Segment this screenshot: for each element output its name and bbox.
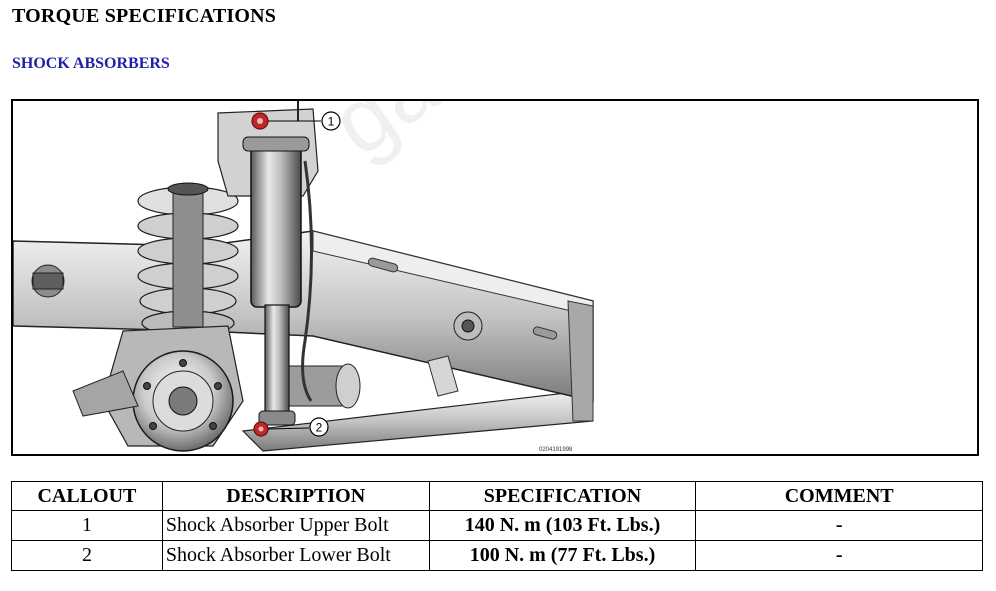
- section-subtitle: SHOCK ABSORBERS: [12, 55, 170, 72]
- column-header-comment: COMMENT: [695, 481, 983, 511]
- description-cell: Shock Absorber Upper Bolt: [161, 510, 430, 541]
- comment-cell: -: [695, 510, 983, 541]
- column-header-callout: CALLOUT: [11, 481, 163, 511]
- table-row: 1 Shock Absorber Upper Bolt 140 N. m (10…: [11, 510, 983, 541]
- figure-code: 0204191998: [539, 447, 573, 453]
- specification-cell: 100 N. m (77 Ft. Lbs.): [428, 540, 697, 571]
- callout-1-marker: [321, 111, 341, 131]
- specification-cell: 140 N. m (103 Ft. Lbs.): [428, 510, 697, 541]
- page-title: TORQUE SPECIFICATIONS: [12, 5, 277, 27]
- column-header-specification: SPECIFICATION: [428, 481, 697, 511]
- torque-spec-table: CALLOUT DESCRIPTION SPECIFICATION COMMEN…: [11, 481, 983, 571]
- comment-cell: -: [695, 540, 983, 571]
- callout-2-label: 2: [316, 421, 323, 435]
- callout-2-marker: [309, 417, 329, 437]
- suspension-drawing: 1 2: [13, 101, 977, 454]
- table-header-row: CALLOUT DESCRIPTION SPECIFICATION COMMEN…: [11, 481, 983, 511]
- callout-cell: 2: [11, 540, 163, 571]
- table-row: 2 Shock Absorber Lower Bolt 100 N. m (77…: [11, 540, 983, 571]
- column-header-description: DESCRIPTION: [161, 481, 430, 511]
- shock-absorber-illustration: 1 2 0204191998 gardn: [11, 99, 979, 456]
- description-cell: Shock Absorber Lower Bolt: [161, 540, 430, 571]
- callout-cell: 1: [11, 510, 163, 541]
- callout-1-label: 1: [328, 115, 335, 129]
